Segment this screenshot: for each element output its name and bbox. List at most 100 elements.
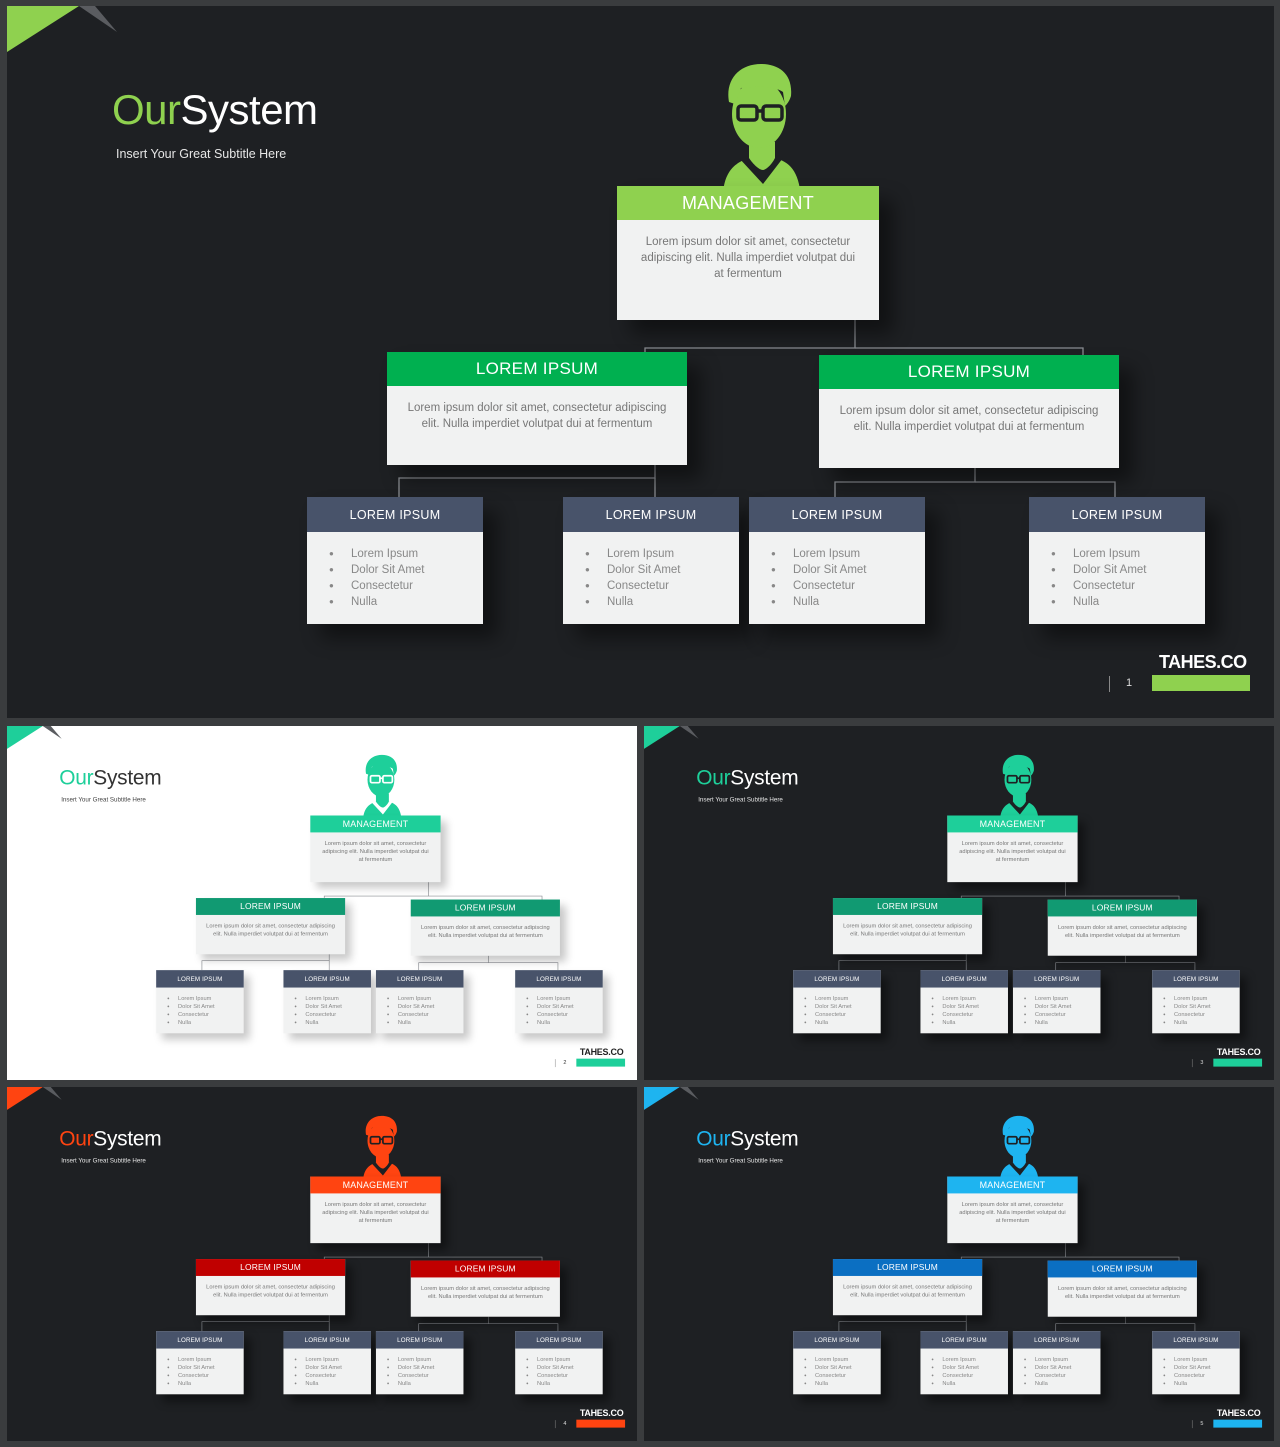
management-label: MANAGEMENT bbox=[947, 1176, 1078, 1194]
leaf-list-item: ●Dolor Sit Amet bbox=[771, 562, 925, 578]
leaf-item-text: Dolor Sit Amet bbox=[397, 1364, 435, 1371]
leaf-list-item: ●Dolor Sit Amet bbox=[804, 1363, 881, 1371]
bullet-icon: ● bbox=[1023, 1372, 1027, 1378]
leaf-list-item: ●Consectetur bbox=[526, 1371, 603, 1379]
bullet-icon: ● bbox=[1023, 1011, 1027, 1017]
bullet-icon: ● bbox=[931, 996, 934, 1001]
mid-box-text: Lorem ipsum dolor sit amet, consectetur … bbox=[206, 1283, 335, 1298]
title-accent-word: Our bbox=[696, 765, 731, 790]
leaf-list-item: ●Nulla bbox=[294, 1018, 371, 1026]
bullet-icon: ● bbox=[294, 1372, 297, 1378]
mid-box-text: Lorem ipsum dolor sit amet, consectetur … bbox=[1057, 1285, 1187, 1300]
manager-avatar-icon bbox=[1000, 1115, 1039, 1183]
leaf-item-text: Dolor Sit Amet bbox=[1034, 1364, 1072, 1371]
leaf-item-text: Consectetur bbox=[942, 1372, 974, 1379]
leaf-item-text: Nulla bbox=[815, 1019, 829, 1026]
bullet-icon: ● bbox=[1051, 549, 1056, 558]
leaf-list-item: ●Dolor Sit Amet bbox=[329, 562, 483, 578]
leaf-item-text: Lorem Ipsum bbox=[815, 1356, 849, 1363]
leaf-item-text: Lorem Ipsum bbox=[537, 995, 571, 1002]
leaf-list: ●Lorem Ipsum ●Dolor Sit Amet ●Consectetu… bbox=[920, 1349, 1008, 1388]
leaf-list-item: ●Nulla bbox=[1163, 1379, 1240, 1387]
bullet-icon: ● bbox=[1023, 1364, 1027, 1370]
title-accent-word: Our bbox=[59, 765, 94, 790]
leaf-item-text: Consectetur bbox=[305, 1372, 337, 1379]
leaf-list-item: ●Consectetur bbox=[1024, 1371, 1101, 1379]
mid-box-text: Lorem ipsum dolor sit amet, consectetur … bbox=[843, 922, 972, 937]
leaf-box-label: LOREM IPSUM bbox=[515, 970, 603, 988]
leaf-item-text: Nulla bbox=[1174, 1019, 1188, 1026]
slide-subtitle: Insert Your Great Subtitle Here bbox=[61, 796, 146, 804]
slide-canvas: OurSystem Insert Your Great Subtitle Her… bbox=[7, 1087, 637, 1441]
leaf-list-item: ●Nulla bbox=[771, 594, 925, 610]
bullet-icon: ● bbox=[167, 996, 170, 1001]
leaf-list-item: ●Consectetur bbox=[804, 1010, 881, 1018]
leaf-list-item: ●Nulla bbox=[526, 1379, 603, 1387]
leaf-list-item: ●Nulla bbox=[804, 1379, 881, 1387]
leaf-item-text: Dolor Sit Amet bbox=[1073, 564, 1147, 577]
bullet-icon: ● bbox=[931, 1019, 934, 1025]
leaf-item-text: Lorem Ipsum bbox=[793, 548, 861, 561]
mid-box-2: LOREM IPSUM Lorem ipsum dolor sit amet, … bbox=[819, 355, 1119, 468]
page-accent-bar bbox=[576, 1058, 626, 1067]
slide-3: OurSystem Insert Your Great Subtitle Her… bbox=[644, 726, 1274, 1080]
bullet-icon: ● bbox=[804, 1003, 807, 1009]
bullet-icon: ● bbox=[526, 1019, 529, 1025]
leaf-item-text: Dolor Sit Amet bbox=[397, 1003, 435, 1010]
leaf-item-text: Lorem Ipsum bbox=[351, 548, 419, 561]
leaf-box-label: LOREM IPSUM bbox=[793, 1331, 881, 1349]
leaf-item-text: Nulla bbox=[178, 1019, 192, 1026]
bullet-icon: ● bbox=[1023, 1019, 1027, 1025]
leaf-box-1: LOREM IPSUM ●Lorem Ipsum ●Dolor Sit Amet… bbox=[156, 1331, 244, 1395]
leaf-box-1: LOREM IPSUM ●Lorem Ipsum ●Dolor Sit Amet… bbox=[307, 497, 483, 624]
leaf-item-text: Dolor Sit Amet bbox=[1034, 1003, 1072, 1010]
page-accent-bar bbox=[1213, 1419, 1263, 1428]
leaf-item-text: Consectetur bbox=[397, 1011, 429, 1018]
management-box: MANAGEMENT Lorem ipsum dolor sit amet, c… bbox=[947, 1176, 1078, 1244]
leaf-box-label: LOREM IPSUM bbox=[515, 1331, 603, 1349]
leaf-list-item: ●Dolor Sit Amet bbox=[294, 1363, 371, 1371]
mid-box-text: Lorem ipsum dolor sit amet, consectetur … bbox=[420, 1285, 550, 1300]
leaf-list-item: ●Dolor Sit Amet bbox=[294, 1002, 371, 1010]
leaf-box-label: LOREM IPSUM bbox=[1012, 970, 1101, 988]
leaf-list-item: ●Nulla bbox=[329, 594, 483, 610]
leaf-item-text: Nulla bbox=[1073, 596, 1100, 609]
leaf-list: ●Lorem Ipsum ●Dolor Sit Amet ●Consectetu… bbox=[563, 532, 739, 610]
leaf-list-item: ●Nulla bbox=[1024, 1379, 1101, 1387]
leaf-item-text: Dolor Sit Amet bbox=[1174, 1364, 1211, 1371]
bullet-icon: ● bbox=[1051, 581, 1056, 591]
management-box: MANAGEMENT Lorem ipsum dolor sit amet, c… bbox=[310, 815, 441, 883]
page-number: 5 bbox=[1200, 1420, 1204, 1427]
leaf-list-item: ●Nulla bbox=[1051, 594, 1205, 610]
leaf-item-text: Lorem Ipsum bbox=[942, 1356, 976, 1363]
corner-ribbon bbox=[7, 6, 117, 52]
leaf-box-label: LOREM IPSUM bbox=[1152, 1331, 1240, 1349]
bullet-icon: ● bbox=[1163, 1357, 1166, 1362]
leaf-list: ●Lorem Ipsum ●Dolor Sit Amet ●Consectetu… bbox=[749, 532, 925, 610]
slide-title: OurSystem bbox=[696, 766, 798, 790]
bullet-icon: ● bbox=[526, 996, 529, 1001]
management-text: Lorem ipsum dolor sit amet, consectetur … bbox=[640, 236, 856, 280]
leaf-list-item: ●Lorem Ipsum bbox=[771, 546, 925, 562]
leaf-box-4: LOREM IPSUM ●Lorem Ipsum ●Dolor Sit Amet… bbox=[1152, 970, 1240, 1034]
leaf-list-item: ●Dolor Sit Amet bbox=[526, 1363, 603, 1371]
page-accent-bar bbox=[1152, 675, 1250, 691]
leaf-item-text: Lorem Ipsum bbox=[397, 995, 432, 1002]
leaf-list-item: ●Lorem Ipsum bbox=[167, 995, 244, 1003]
leaf-list-item: ●Dolor Sit Amet bbox=[804, 1002, 881, 1010]
management-label: MANAGEMENT bbox=[947, 815, 1078, 833]
bullet-icon: ● bbox=[167, 1372, 170, 1378]
leaf-list: ●Lorem Ipsum ●Dolor Sit Amet ●Consectetu… bbox=[307, 532, 483, 610]
leaf-list-item: ●Dolor Sit Amet bbox=[167, 1002, 244, 1010]
title-accent-word: Our bbox=[112, 86, 181, 133]
leaf-item-text: Lorem Ipsum bbox=[607, 548, 675, 561]
mid-box-label: LOREM IPSUM bbox=[410, 1260, 560, 1278]
bullet-icon: ● bbox=[804, 1011, 807, 1017]
leaf-box-3: LOREM IPSUM ●Lorem Ipsum ●Dolor Sit Amet… bbox=[1012, 1331, 1101, 1395]
bullet-icon: ● bbox=[167, 1364, 170, 1370]
bullet-icon: ● bbox=[386, 1364, 390, 1370]
bullet-icon: ● bbox=[931, 1011, 934, 1017]
management-text: Lorem ipsum dolor sit amet, consectetur … bbox=[322, 840, 429, 863]
leaf-list-item: ●Consectetur bbox=[329, 578, 483, 594]
bullet-icon: ● bbox=[585, 565, 590, 575]
